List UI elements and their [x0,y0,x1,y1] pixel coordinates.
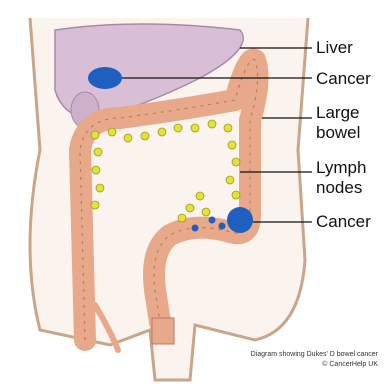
caption-line2: © CancerHelp UK [322,360,378,369]
label-lymph-nodes-line1: Lymph [316,158,366,177]
label-cancer-bowel: Cancer [316,212,371,231]
label-large-bowel-line1: Large [316,103,359,122]
liver-cancer [88,67,122,89]
label-liver: Liver [316,38,353,57]
label-lymph-nodes-line2: nodes [316,178,362,197]
rectum [152,318,174,344]
label-cancer-liver: Cancer [316,69,371,88]
caption-line1: Diagram showing Dukes' D bowel cancer [251,350,378,359]
label-large-bowel-line2: bowel [316,123,360,142]
bowel-cancer [227,207,253,233]
